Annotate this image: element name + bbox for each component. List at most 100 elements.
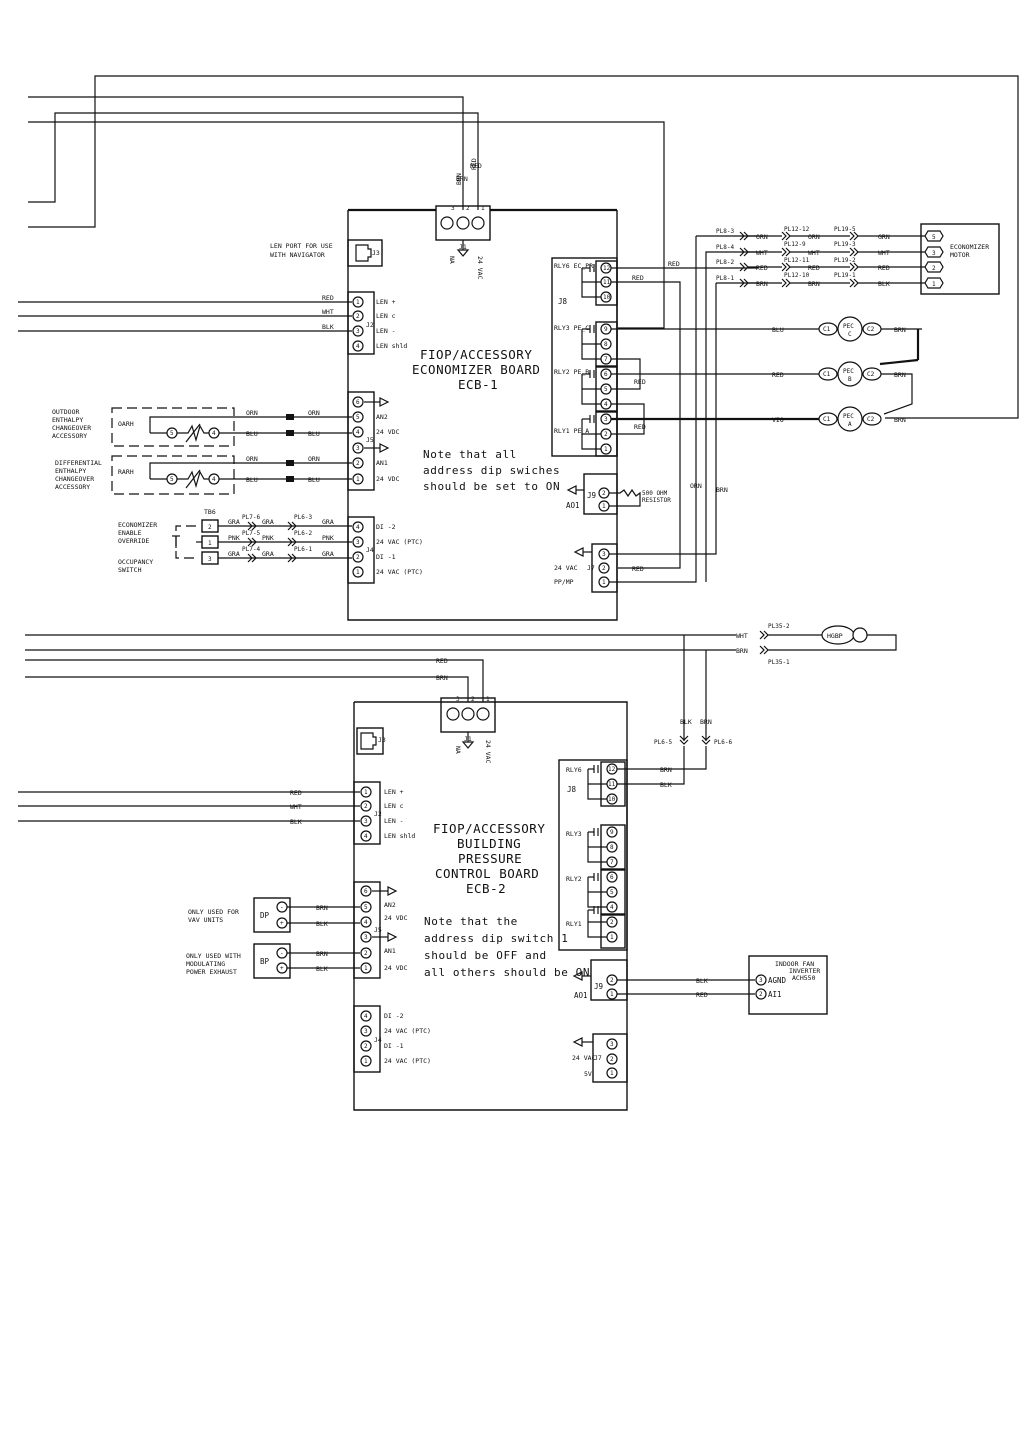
svg-text:1: 1 [602, 503, 606, 510]
ecb1-j4-di2: DI -2 [376, 523, 396, 531]
svg-text:2: 2 [610, 919, 614, 926]
ecb2-j4-24vac-a: 24 VAC (PTC) [384, 1027, 431, 1035]
svg-text:3: 3 [932, 250, 936, 257]
svg-text:5: 5 [610, 889, 614, 896]
bp-label-2: MODULATING [186, 960, 225, 968]
svg-text:7: 7 [610, 859, 614, 866]
ecb2-j5-an2: AN2 [384, 901, 396, 909]
middle-feed-wires: WHT BRN PL35-2 PL35-1 HGBP RED BRN [25, 623, 897, 741]
svg-text:2: 2 [356, 554, 360, 561]
oarh-orn: ORN [246, 409, 258, 417]
ecb2-title-5: ECB-2 [466, 881, 506, 896]
ecb1-j4-pins: 4 3 2 1 [352, 521, 364, 578]
svg-text:3: 3 [356, 539, 360, 546]
pl6-brn: BRN [700, 718, 712, 726]
ecb2-note-1: Note that the [424, 915, 518, 928]
svg-text:2: 2 [602, 565, 606, 572]
tb6-gra-1: GRA [228, 518, 240, 526]
bp-brn: BRN [316, 950, 328, 958]
svg-text:PNK: PNK [262, 534, 274, 542]
ecb2-j7-label: J7 [594, 1054, 602, 1062]
mwire-a-3: RED [756, 264, 768, 272]
vert-brn: BRN [716, 486, 728, 494]
svg-text:10: 10 [603, 294, 611, 301]
ecb2-j1-red: RED [436, 657, 448, 665]
ecb1-j9-label: J9 [587, 491, 596, 500]
ecb2-j2-label: J2 [374, 810, 382, 818]
pl6-1: PL6-1 [294, 546, 312, 553]
svg-text:2: 2 [759, 991, 763, 998]
ecb1-note-3: should be set to ON [423, 480, 560, 493]
ecb2-j5-label: J5 [374, 926, 382, 934]
bp-label-1: ONLY USED WITH [186, 952, 241, 960]
rly2-red: RED [634, 378, 646, 386]
mwire-a-4: BRN [756, 280, 768, 288]
ecb1-j1-red: RED [470, 158, 478, 170]
ecb2-title-4: CONTROL BOARD [435, 866, 539, 881]
ecb2-pressure-sensors: ONLY USED FOR VAV UNITS DP - + BRN BLK O… [186, 897, 360, 979]
svg-text:GRA: GRA [322, 518, 334, 526]
ecb2-j7-5v: 5V [584, 1070, 592, 1078]
svg-text:2: 2 [471, 696, 475, 703]
ecb2-j1-brn: BRN [436, 674, 448, 682]
svg-text:GRA: GRA [262, 518, 274, 526]
ecb1-j4-24vac-b: 24 VAC (PTC) [376, 568, 423, 576]
ecb2-note-4: all others should be ON [424, 966, 590, 979]
pl6-3: PL6-3 [294, 514, 312, 521]
svg-text:PEC: PEC [843, 323, 854, 330]
svg-text:2: 2 [356, 313, 360, 320]
ecb1-j5-24vdc-b: 24 VDC [376, 475, 400, 483]
svg-text:C1: C1 [823, 416, 831, 423]
oarh-blu: BLU [246, 430, 258, 438]
pl6-blk: BLK [680, 718, 692, 726]
rarh-blu-b: BLU [308, 476, 320, 484]
ecb1-j1-red-h: RED [470, 162, 482, 170]
j7-red: RED [632, 565, 644, 573]
pl6-5: PL6-5 [654, 739, 672, 746]
dp-label-2: VAV UNITS [188, 916, 223, 924]
svg-text:-: - [280, 950, 284, 957]
rly6-red: RED [668, 260, 680, 268]
ecb2-j1-na: NA [454, 746, 462, 754]
ecb2-j2-pin-1: LEN + [384, 788, 404, 796]
svg-text:2: 2 [208, 524, 212, 531]
svg-text:4: 4 [364, 1013, 368, 1020]
svg-text:PEC: PEC [843, 368, 854, 375]
inverter-agnd: AGND [768, 976, 787, 985]
pl12-11: PL12-11 [784, 257, 810, 264]
svg-text:1: 1 [364, 965, 368, 972]
ecb1-title-3: ECB-1 [458, 377, 498, 392]
pl8-2: PL8-2 [716, 259, 734, 266]
ecb1-note-1: Note that all [423, 448, 517, 461]
svg-text:C1: C1 [823, 371, 831, 378]
svg-text:3: 3 [356, 445, 360, 452]
resistor-2: RESISTOR [642, 497, 671, 504]
ecb1-j1-brn: BRN [455, 173, 463, 185]
svg-text:4: 4 [604, 401, 608, 408]
ecb2-title-3: PRESSURE [458, 851, 522, 866]
ecb1-j2-pin-1: LEN + [376, 298, 396, 306]
svg-text:1: 1 [932, 281, 936, 288]
ecb1-len-port-label-1: LEN PORT FOR USE [270, 242, 333, 250]
svg-text:3: 3 [604, 416, 608, 423]
mwire-b-2: WHT [808, 249, 820, 257]
mwire-c-3: RED [878, 264, 890, 272]
pl19-3: PL19-3 [834, 241, 856, 248]
ecb2-j2-pin-2: LEN c [384, 802, 404, 810]
diff-label-2: ENTHALPY [55, 467, 86, 475]
svg-text:4: 4 [212, 430, 216, 437]
svg-text:1: 1 [610, 991, 614, 998]
svg-text:C: C [848, 331, 852, 338]
ecb1-relay-section: J8 RLY6 EC_PR RLY3 PE_C RLY2 PE_B RLY1 P… [551, 235, 820, 593]
dp-label-1: ONLY USED FOR [188, 908, 239, 916]
svg-text:5: 5 [356, 414, 360, 421]
rarh-blu: BLU [246, 476, 258, 484]
mwire-c-1: GRN [878, 233, 890, 241]
bp-label-3: POWER EXHAUST [186, 968, 237, 976]
oarh-box: OARH [118, 420, 134, 428]
j7-ppmp: PP/MP [554, 578, 574, 586]
svg-text:A: A [848, 421, 852, 428]
svg-text:2: 2 [356, 460, 360, 467]
